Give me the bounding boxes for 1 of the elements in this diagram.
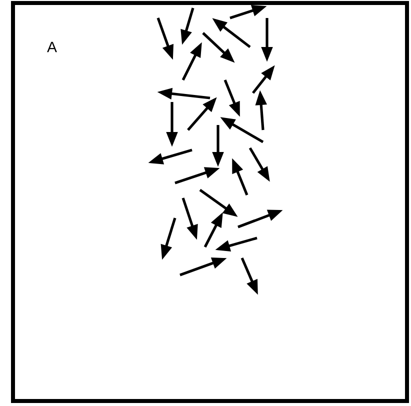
panel-letter: A (47, 42, 57, 52)
